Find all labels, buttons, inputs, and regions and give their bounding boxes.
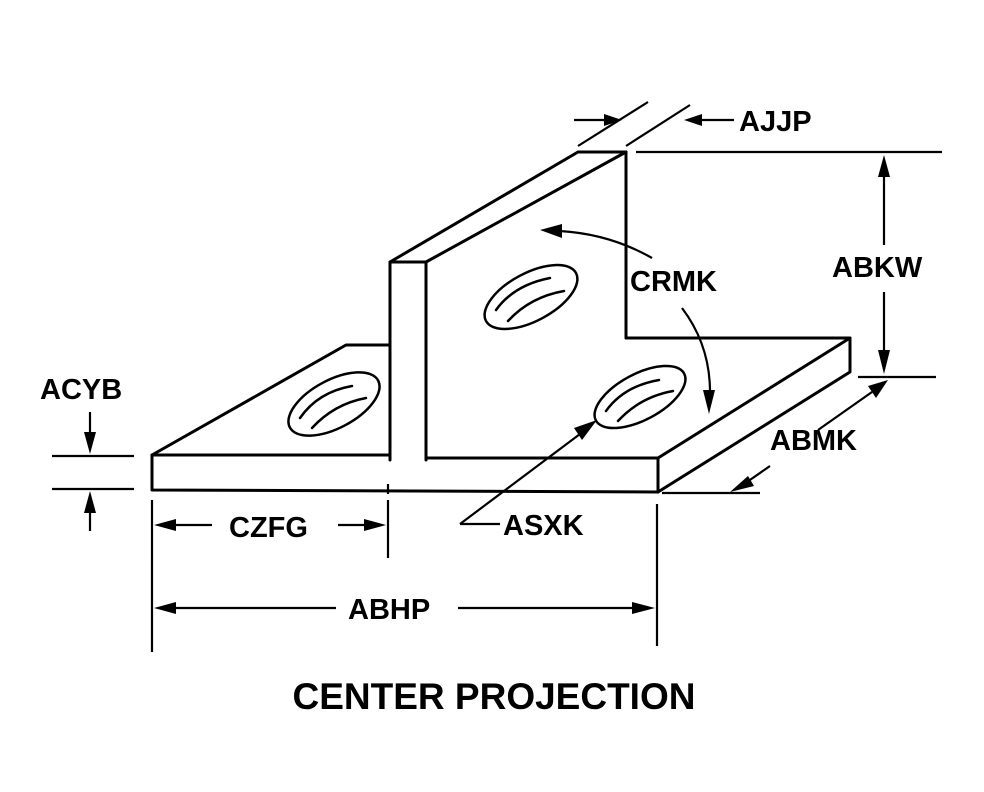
- hole-right: [593, 364, 687, 430]
- right-flange-outline: [424, 336, 852, 460]
- left-flange-outline: [150, 343, 392, 457]
- dim-asxk: [459, 420, 597, 526]
- label-abkw: ABKW: [832, 252, 923, 284]
- label-crmk: CRMK: [630, 266, 717, 298]
- label-ajjp: AJJP: [739, 106, 812, 138]
- label-abhp: ABHP: [348, 594, 430, 626]
- web-top-slope-edge: [424, 150, 628, 264]
- base-right-face: [656, 336, 852, 494]
- label-abmk: ABMK: [770, 425, 857, 457]
- bracket-part: [150, 150, 852, 494]
- dim-abmk: [662, 380, 888, 495]
- hole-left: [287, 371, 381, 437]
- dim-czfg: [150, 484, 390, 560]
- dim-acyb: [52, 412, 134, 531]
- label-asxk: ASXK: [503, 510, 584, 542]
- label-acyb: ACYB: [40, 374, 122, 406]
- web-outline-left: [388, 150, 628, 462]
- caption: CENTER PROJECTION: [293, 676, 696, 717]
- dim-crmk: [540, 224, 715, 414]
- dim-ajjp: [574, 101, 734, 147]
- hole-web: [483, 263, 579, 331]
- base-front-face: [150, 453, 660, 494]
- label-czfg: CZFG: [229, 512, 308, 544]
- dim-abhp: [150, 504, 659, 652]
- dim-abkw: [636, 150, 942, 379]
